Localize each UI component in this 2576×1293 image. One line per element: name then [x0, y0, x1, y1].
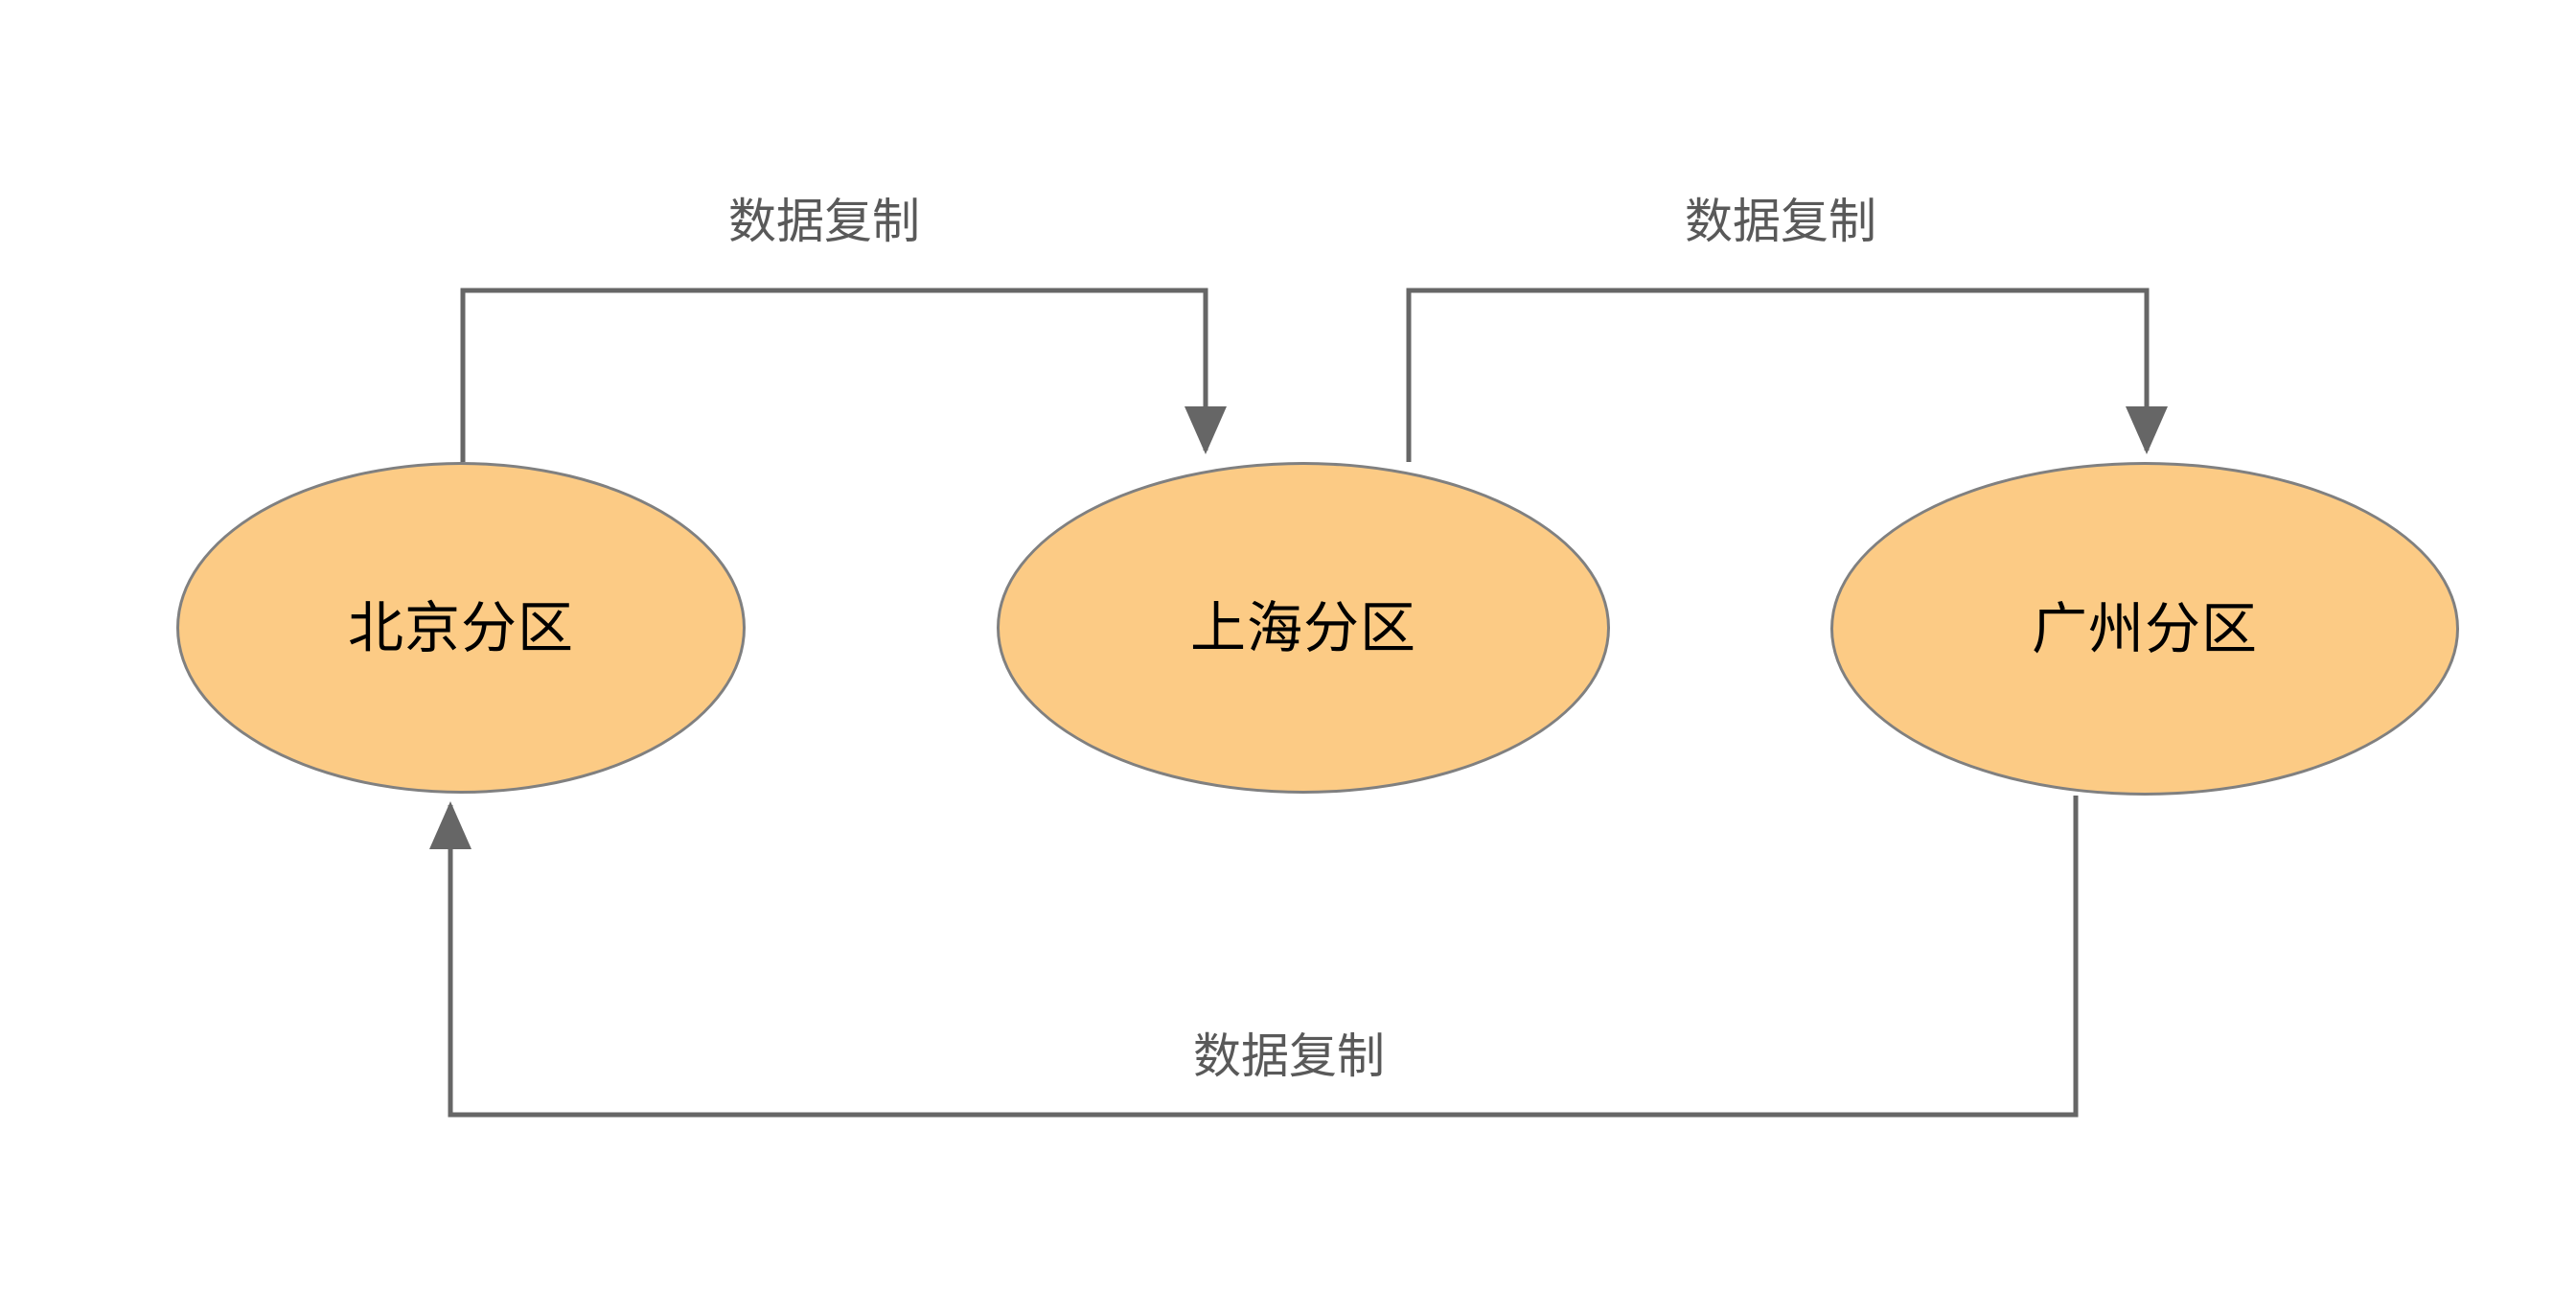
edge-path-guangzhou-to-beijing: [429, 796, 2079, 1118]
edge-path-shanghai-to-guangzhou: [1406, 288, 2168, 462]
edge-label-guangzhou-to-beijing: 数据复制: [1187, 1032, 1391, 1080]
node-shanghai[interactable]: 上海分区: [997, 462, 1610, 794]
node-label-shanghai: 上海分区: [1189, 595, 1416, 660]
node-guangzhou[interactable]: 广州分区: [1830, 462, 2459, 796]
edge-label-beijing-to-shanghai: 数据复制: [723, 197, 926, 245]
node-label-guangzhou: 广州分区: [2031, 596, 2258, 661]
edge-path-beijing-to-shanghai: [460, 288, 1227, 462]
node-label-beijing: 北京分区: [347, 595, 574, 660]
node-beijing[interactable]: 北京分区: [176, 462, 746, 794]
edge-label-shanghai-to-guangzhou: 数据复制: [1679, 197, 1882, 245]
